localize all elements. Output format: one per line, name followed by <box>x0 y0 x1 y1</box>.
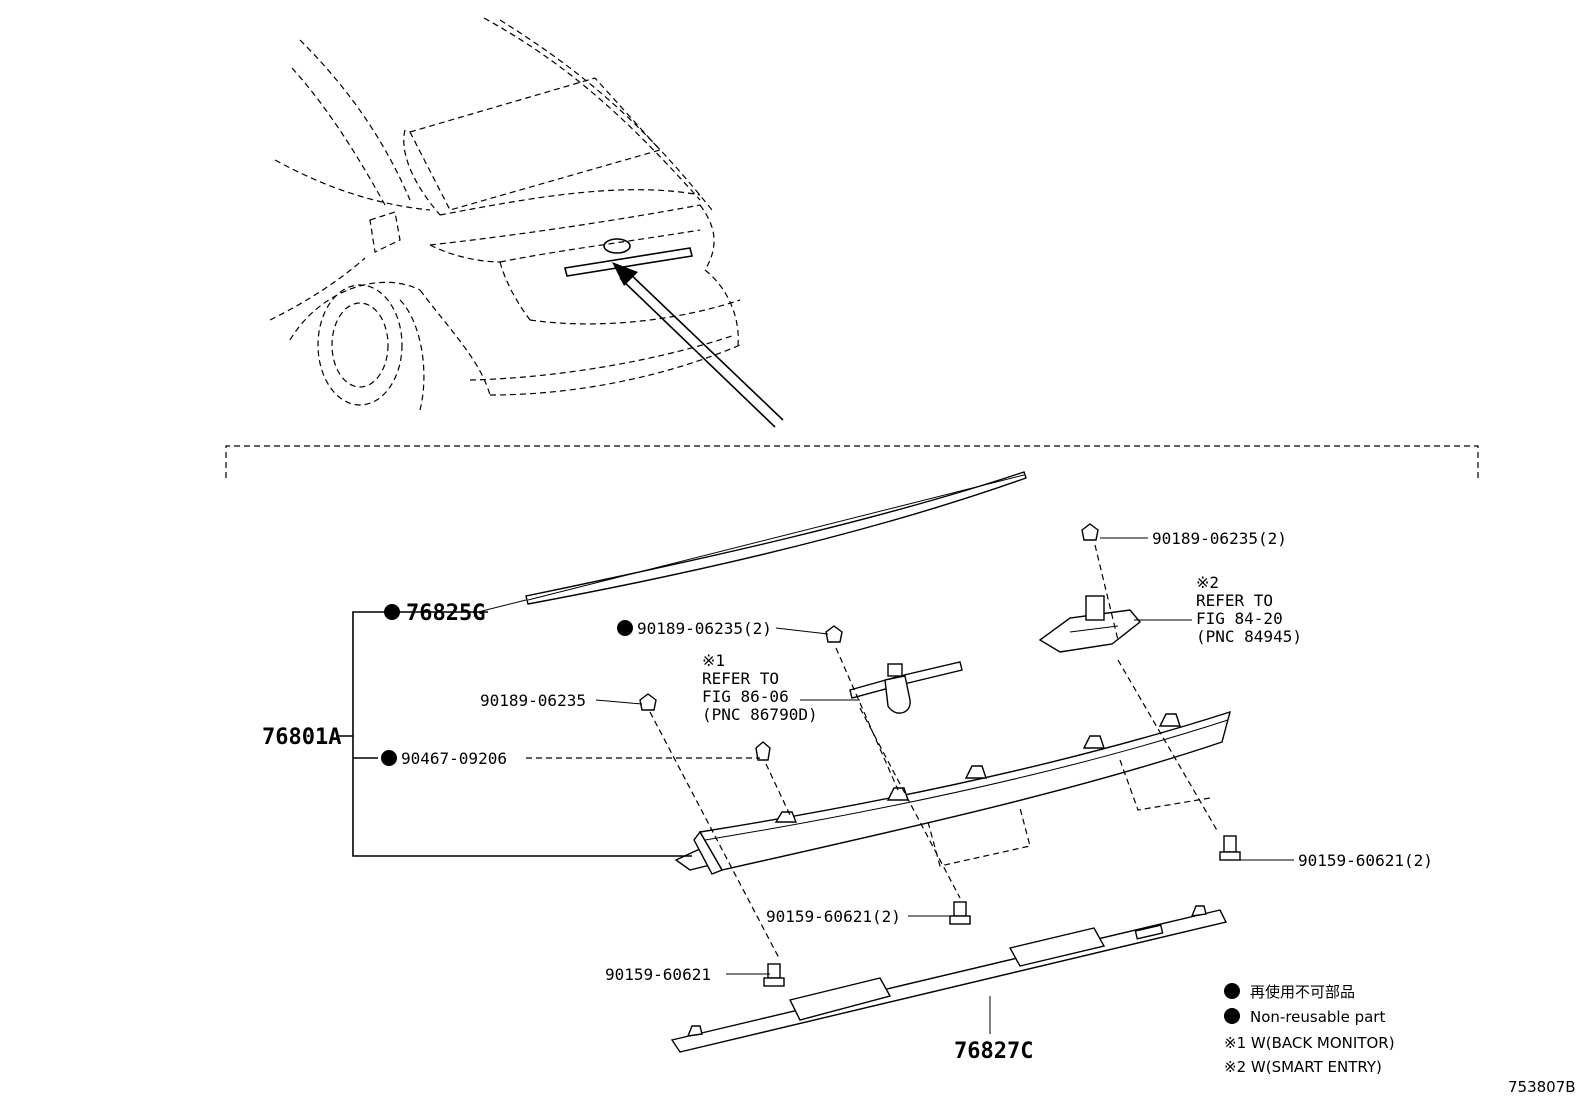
part-label-90189-mid: 90189-06235(2) <box>637 619 772 638</box>
assembly-bracket <box>336 611 692 857</box>
back-monitor-camera <box>849 661 963 714</box>
bolt-icon <box>763 835 1241 987</box>
legend-english: Non-reusable part <box>1250 1008 1385 1026</box>
pointer-arrow <box>612 262 784 428</box>
svg-text:FIG 86-06: FIG 86-06 <box>702 687 789 706</box>
svg-text:※1: ※1 <box>702 651 725 670</box>
legend-note-1: ※1 W(BACK MONITOR) <box>1224 1034 1395 1052</box>
lower-garnish-76827c <box>670 905 1228 1053</box>
reference-note-1: ※1 REFER TO FIG 86-06 (PNC 86790D) <box>702 651 818 724</box>
legend-japanese: 再使用不可部品 <box>1250 983 1355 1001</box>
back-door-garnish-76801a <box>674 710 1232 875</box>
moulding-76825g <box>525 471 1027 605</box>
part-label-90159-single: 90159-60621 <box>605 965 711 984</box>
svg-text:※2: ※2 <box>1196 573 1219 592</box>
svg-text:REFER TO: REFER TO <box>1196 591 1273 610</box>
detail-bracket-frame <box>225 445 1479 478</box>
non-reusable-marker-icon <box>381 604 633 766</box>
legend-marker-icon <box>1224 1008 1240 1024</box>
smart-entry-switch <box>1038 595 1141 653</box>
part-label-90189-single: 90189-06235 <box>480 691 586 710</box>
part-label-90159-mid: 90159-60621(2) <box>766 907 901 926</box>
leader-lines <box>477 537 1294 1034</box>
legend-marker-icon <box>1224 983 1240 999</box>
clip-icon <box>639 523 1099 761</box>
svg-text:FIG 84-20: FIG 84-20 <box>1196 609 1283 628</box>
figure-id: 753807B <box>1508 1078 1576 1096</box>
legend-note-2: ※2 W(SMART ENTRY) <box>1224 1058 1382 1076</box>
part-label-90467: 90467-09206 <box>401 749 507 768</box>
reference-note-2: ※2 REFER TO FIG 84-20 (PNC 84945) <box>1196 573 1302 646</box>
part-label-90159-right: 90159-60621(2) <box>1298 851 1433 870</box>
svg-text:(PNC 86790D): (PNC 86790D) <box>702 705 818 724</box>
car-rear-illustration <box>269 17 741 411</box>
part-label-90189-top: 90189-06235(2) <box>1152 529 1287 548</box>
part-label-76801a: 76801A <box>262 725 341 750</box>
part-label-76827c: 76827C <box>954 1039 1033 1064</box>
svg-text:(PNC 84945): (PNC 84945) <box>1196 627 1302 646</box>
legend: 再使用不可部品 Non-reusable part ※1 W(BACK MONI… <box>1224 983 1395 1076</box>
assembly-dashed-lines <box>649 544 1219 961</box>
svg-text:REFER TO: REFER TO <box>702 669 779 688</box>
part-label-76825g: 76825G <box>406 601 485 626</box>
